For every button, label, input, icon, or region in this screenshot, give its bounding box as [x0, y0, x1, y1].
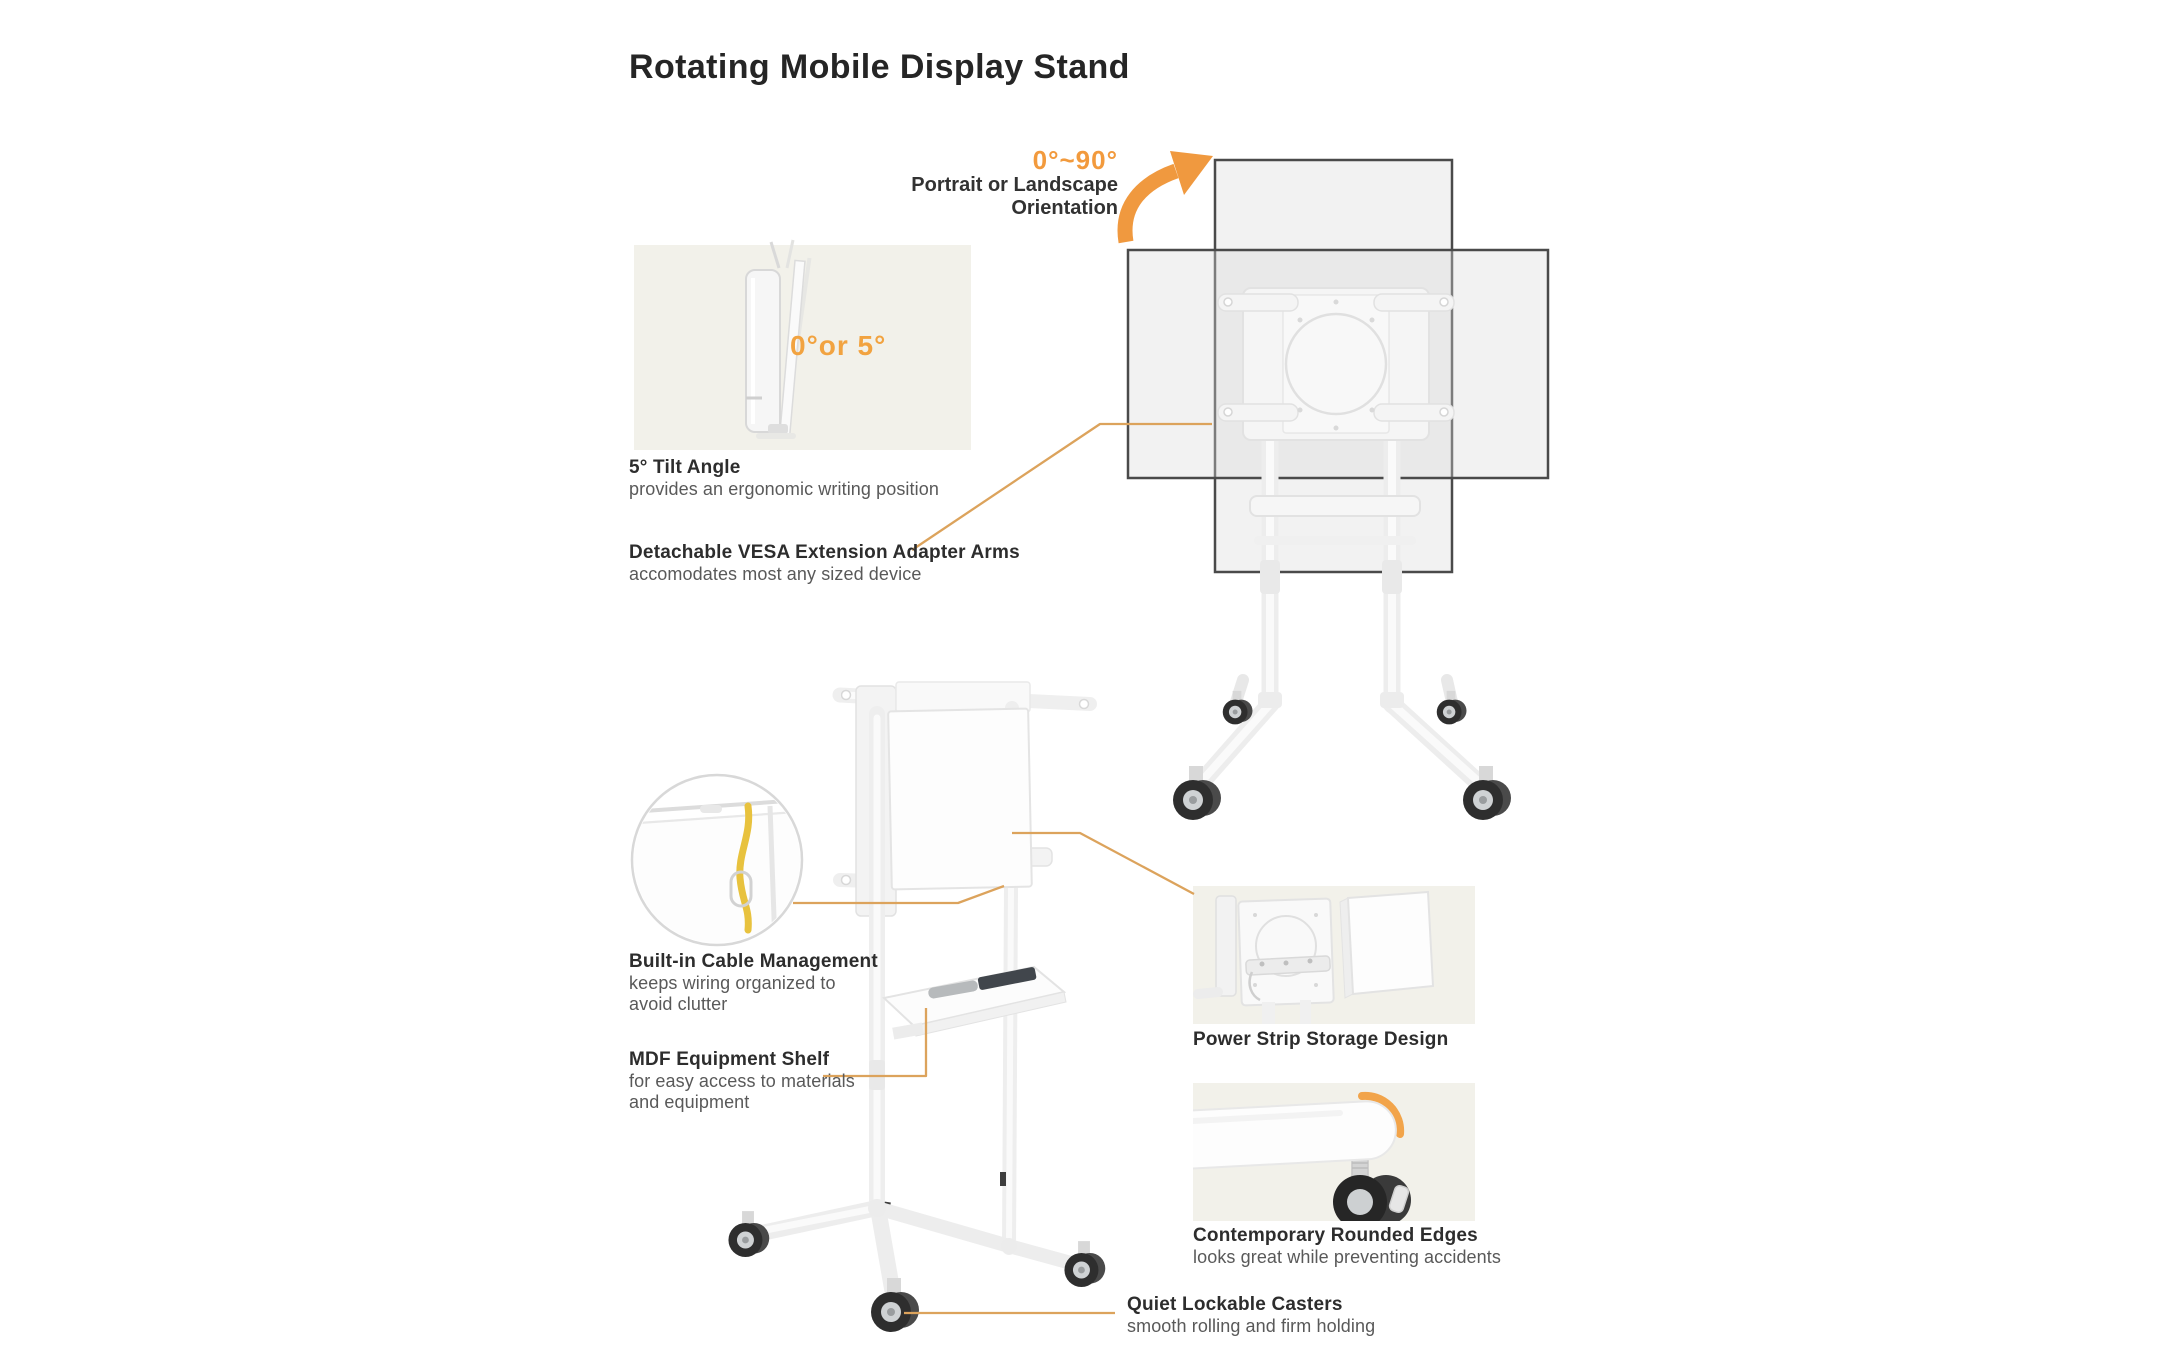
rotation-label-line1: Portrait or Landscape [911, 174, 1118, 196]
equipment-shelf-description-line1: for easy access to materials [629, 1071, 855, 1091]
power-strip-label: Power Strip Storage Design [1193, 1028, 1533, 1051]
casters-label: Quiet Lockable Casters smooth rolling an… [1127, 1293, 1467, 1337]
tilt-description: provides an ergonomic writing position [629, 479, 939, 499]
rear-stand-columns [1260, 423, 1402, 714]
rear-stand-illustration [1126, 158, 1550, 820]
vesa-arms-title: Detachable VESA Extension Adapter Arms [629, 542, 1020, 563]
vesa-arm-bottom-left [1217, 403, 1299, 422]
equipment-shelf-description-line2: and equipment [629, 1092, 750, 1112]
tilt-display-top-edge [769, 241, 781, 269]
vesa-arm-top-left [1217, 293, 1299, 312]
cable-management-description-line2: avoid clutter [629, 994, 728, 1014]
rotation-arrow-icon [1117, 151, 1213, 244]
rounded-edge-accent [1358, 1091, 1405, 1138]
rounded-edges-label: Contemporary Rounded Edges looks great w… [1193, 1224, 1573, 1268]
front-cart-shelf [881, 965, 1067, 1040]
casters-title: Quiet Lockable Casters [1127, 1294, 1343, 1315]
callout-equipment-shelf [823, 1008, 928, 1078]
power-strip-illustration [1193, 886, 1475, 1024]
rear-stand-shelf-bar [1249, 495, 1421, 517]
vesa-plate [1217, 287, 1455, 441]
tilt-label: 5° Tilt Angle provides an ergonomic writ… [629, 456, 1009, 500]
cable-clip [729, 870, 753, 908]
tilt-illustration [634, 239, 971, 450]
casters-description: smooth rolling and firm holding [1127, 1316, 1376, 1336]
front-cart-back-panel [887, 707, 1033, 891]
callout-vesa-arms [911, 422, 1212, 551]
rounded-edges-illustration [1193, 1083, 1475, 1221]
vesa-arms-label: Detachable VESA Extension Adapter Arms a… [629, 541, 1049, 585]
callout-cable-management [793, 884, 1005, 905]
front-cart-illustration [728, 681, 1106, 1332]
cable-management-title: Built-in Cable Management [629, 951, 878, 972]
rear-stand-shelf-edge [1254, 536, 1416, 545]
page-title: Rotating Mobile Display Stand [629, 48, 1130, 86]
power-cover-panel [1346, 890, 1435, 996]
cable-management-label: Built-in Cable Management keeps wiring o… [629, 950, 929, 1015]
cable-zoom-circle [630, 773, 804, 947]
remote-control-dark [977, 967, 1037, 990]
tilt-angle-badge: 0°or 5° [790, 330, 887, 361]
tilt-display-top-edge-2 [785, 239, 795, 269]
vesa-arms-description: accomodates most any sized device [629, 564, 922, 584]
tilt-display-bracket [768, 424, 788, 434]
front-cart-base [740, 1199, 1089, 1308]
rounded-edges-title: Contemporary Rounded Edges [1193, 1225, 1478, 1246]
rounded-leg-end [1193, 1100, 1397, 1170]
rotation-label: 0°~90° Portrait or Landscape Orientation [860, 146, 1118, 220]
rotation-label-line2: Orientation [1011, 197, 1118, 219]
vesa-arm-bottom-right [1373, 403, 1455, 422]
equipment-shelf-title: MDF Equipment Shelf [629, 1049, 830, 1070]
callout-lines [793, 422, 1212, 1315]
cable-management-description-line1: keeps wiring organized to [629, 973, 836, 993]
rounded-edges-description: looks great while preventing accidents [1193, 1247, 1501, 1267]
vesa-arm-top-right [1373, 293, 1455, 312]
remote-control-gray [928, 980, 978, 999]
power-cord [1248, 971, 1261, 1002]
yellow-cable [736, 802, 753, 934]
rotation-range: 0°~90° [1032, 145, 1118, 175]
tilt-title: 5° Tilt Angle [629, 457, 741, 478]
tilt-display-base [756, 433, 796, 439]
power-strip-title: Power Strip Storage Design [1193, 1029, 1449, 1050]
equipment-shelf-label: MDF Equipment Shelf for easy access to m… [629, 1048, 929, 1113]
callout-power-strip [1012, 831, 1195, 896]
